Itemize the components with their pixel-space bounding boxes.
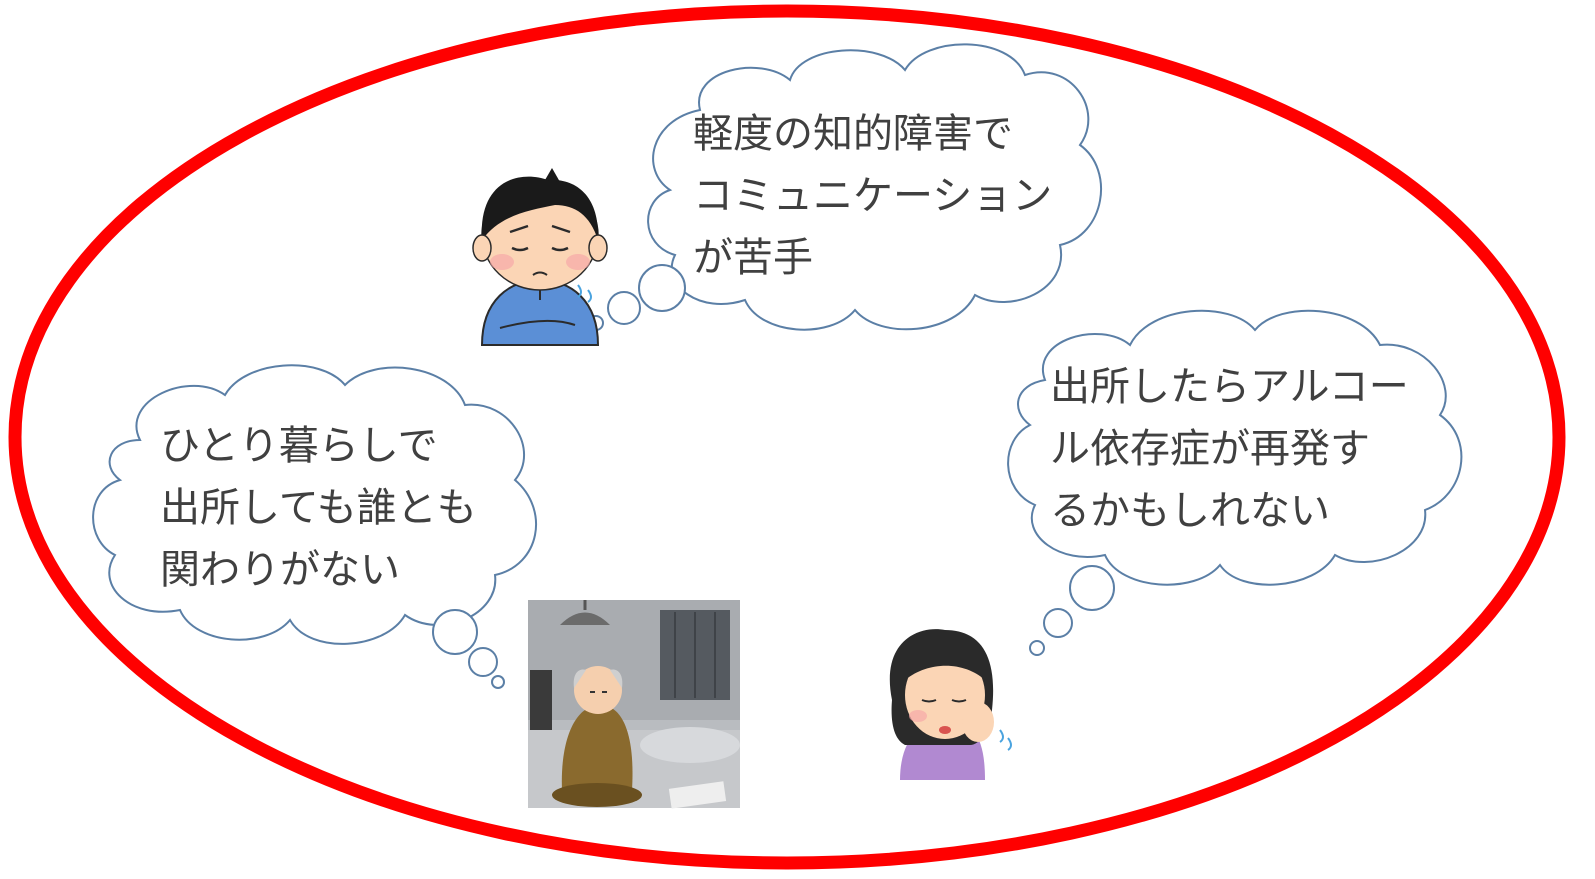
thought-text-right-line-2: ル依存症が再発す (1050, 426, 1370, 472)
thought-text-left-line-3: 関わりがない (160, 547, 400, 593)
thought-text-right: 出所したらアルコー ル依存症が再発す るかもしれない (1050, 356, 1409, 542)
thought-text-top: 軽度の知的障害で コミュニケーション が苦手 (693, 103, 1052, 289)
worried-man-icon (472, 168, 608, 346)
thought-text-top-line-2: コミュニケーション (693, 173, 1053, 219)
thought-text-right-line-3: るかもしれない (1050, 488, 1330, 534)
thought-bubble-left (92, 364, 537, 689)
thought-text-left: ひとり暮らしで 出所しても誰とも 関わりがない (160, 415, 477, 601)
thought-bubble-right (1007, 309, 1463, 656)
thought-text-left-line-1: ひとり暮らしで (160, 423, 438, 469)
thought-text-right-line-1: 出所したらアルコー (1050, 364, 1409, 410)
thought-text-left-line-2: 出所しても誰とも (160, 485, 477, 531)
worried-woman-icon (889, 629, 1012, 780)
thought-bubble-top (588, 43, 1102, 331)
elderly-man-sitting-icon (528, 600, 740, 809)
thought-text-top-line-3: が苦手 (693, 235, 813, 281)
outer-ellipse (8, 4, 1566, 870)
thought-text-top-line-1: 軽度の知的障害で (693, 111, 1013, 157)
